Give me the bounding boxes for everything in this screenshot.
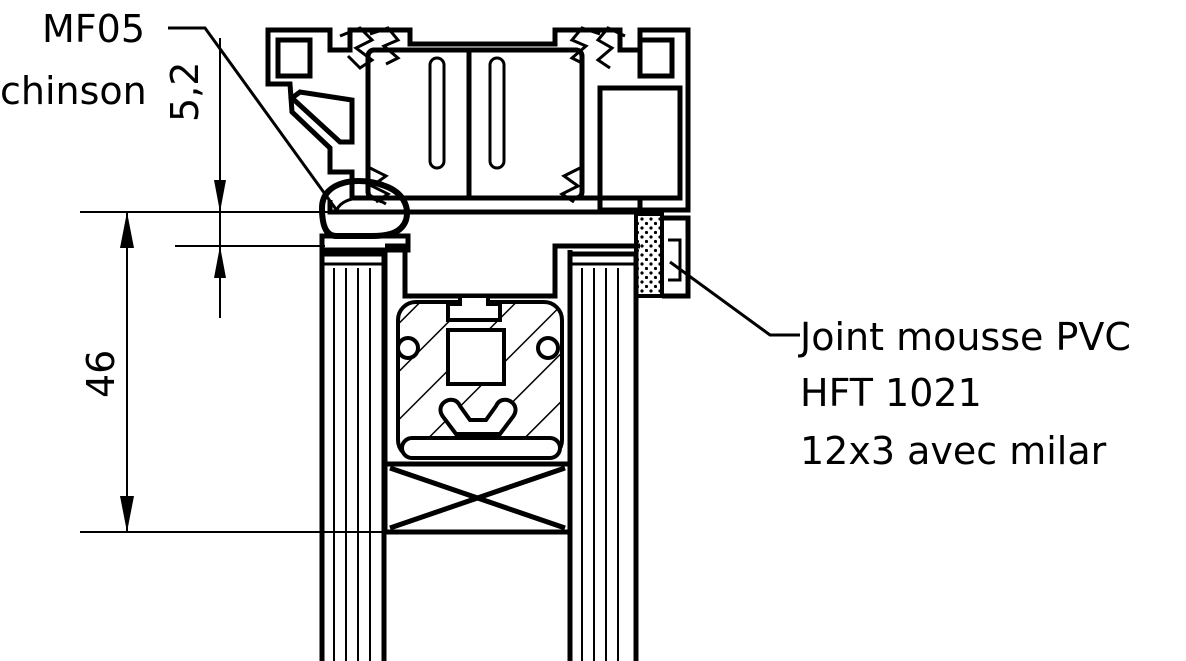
setting-block [382, 461, 573, 535]
foam-joint [634, 212, 691, 299]
sash-slot-2 [488, 56, 506, 170]
sash-side-chamber [597, 85, 683, 201]
core-chamber [446, 328, 506, 386]
label-height-dimension: 46 [79, 350, 123, 398]
clip-top-right [569, 26, 601, 66]
dim-46-arrow-top [120, 212, 134, 248]
dim-5-2-arrow-bottom [214, 246, 226, 278]
label-foam-line2: HFT 1021 [800, 371, 982, 415]
dim-46-arrow-bottom [120, 496, 134, 532]
sash-chamber-left [275, 37, 313, 79]
sash-chamber-right [637, 37, 675, 79]
label-mf05: MF05 [42, 7, 145, 51]
sash-profile [265, 26, 691, 215]
leader-mf05 [168, 26, 340, 213]
core-profile [382, 243, 640, 535]
foam-strip [634, 212, 664, 298]
sash-outer-contour [265, 27, 691, 213]
label-seal-maker: chinson [0, 69, 147, 113]
leader-lines [168, 26, 800, 337]
label-foam-line1: Joint mousse PVC [798, 315, 1131, 359]
sash-slot-1 [428, 56, 446, 170]
dim-5-2-arrow-top [214, 180, 226, 212]
core-top-key [446, 294, 502, 322]
clip-bottom-right [559, 166, 581, 204]
sash-main-chamber [365, 47, 585, 201]
clip-bottom-left [369, 166, 391, 204]
dimension-lines [80, 38, 385, 533]
sash-web [288, 89, 355, 145]
label-foam-line3: 12x3 avec milar [800, 429, 1107, 473]
leader-foam-joint [669, 260, 800, 337]
core-bottom-key [438, 397, 518, 436]
pane-left [319, 251, 387, 661]
label-gap-dimension: 5,2 [163, 62, 207, 122]
seal-base [319, 233, 411, 253]
mf05-seal [318, 178, 411, 253]
pane-right [567, 251, 639, 661]
clip-top-left [339, 26, 375, 70]
